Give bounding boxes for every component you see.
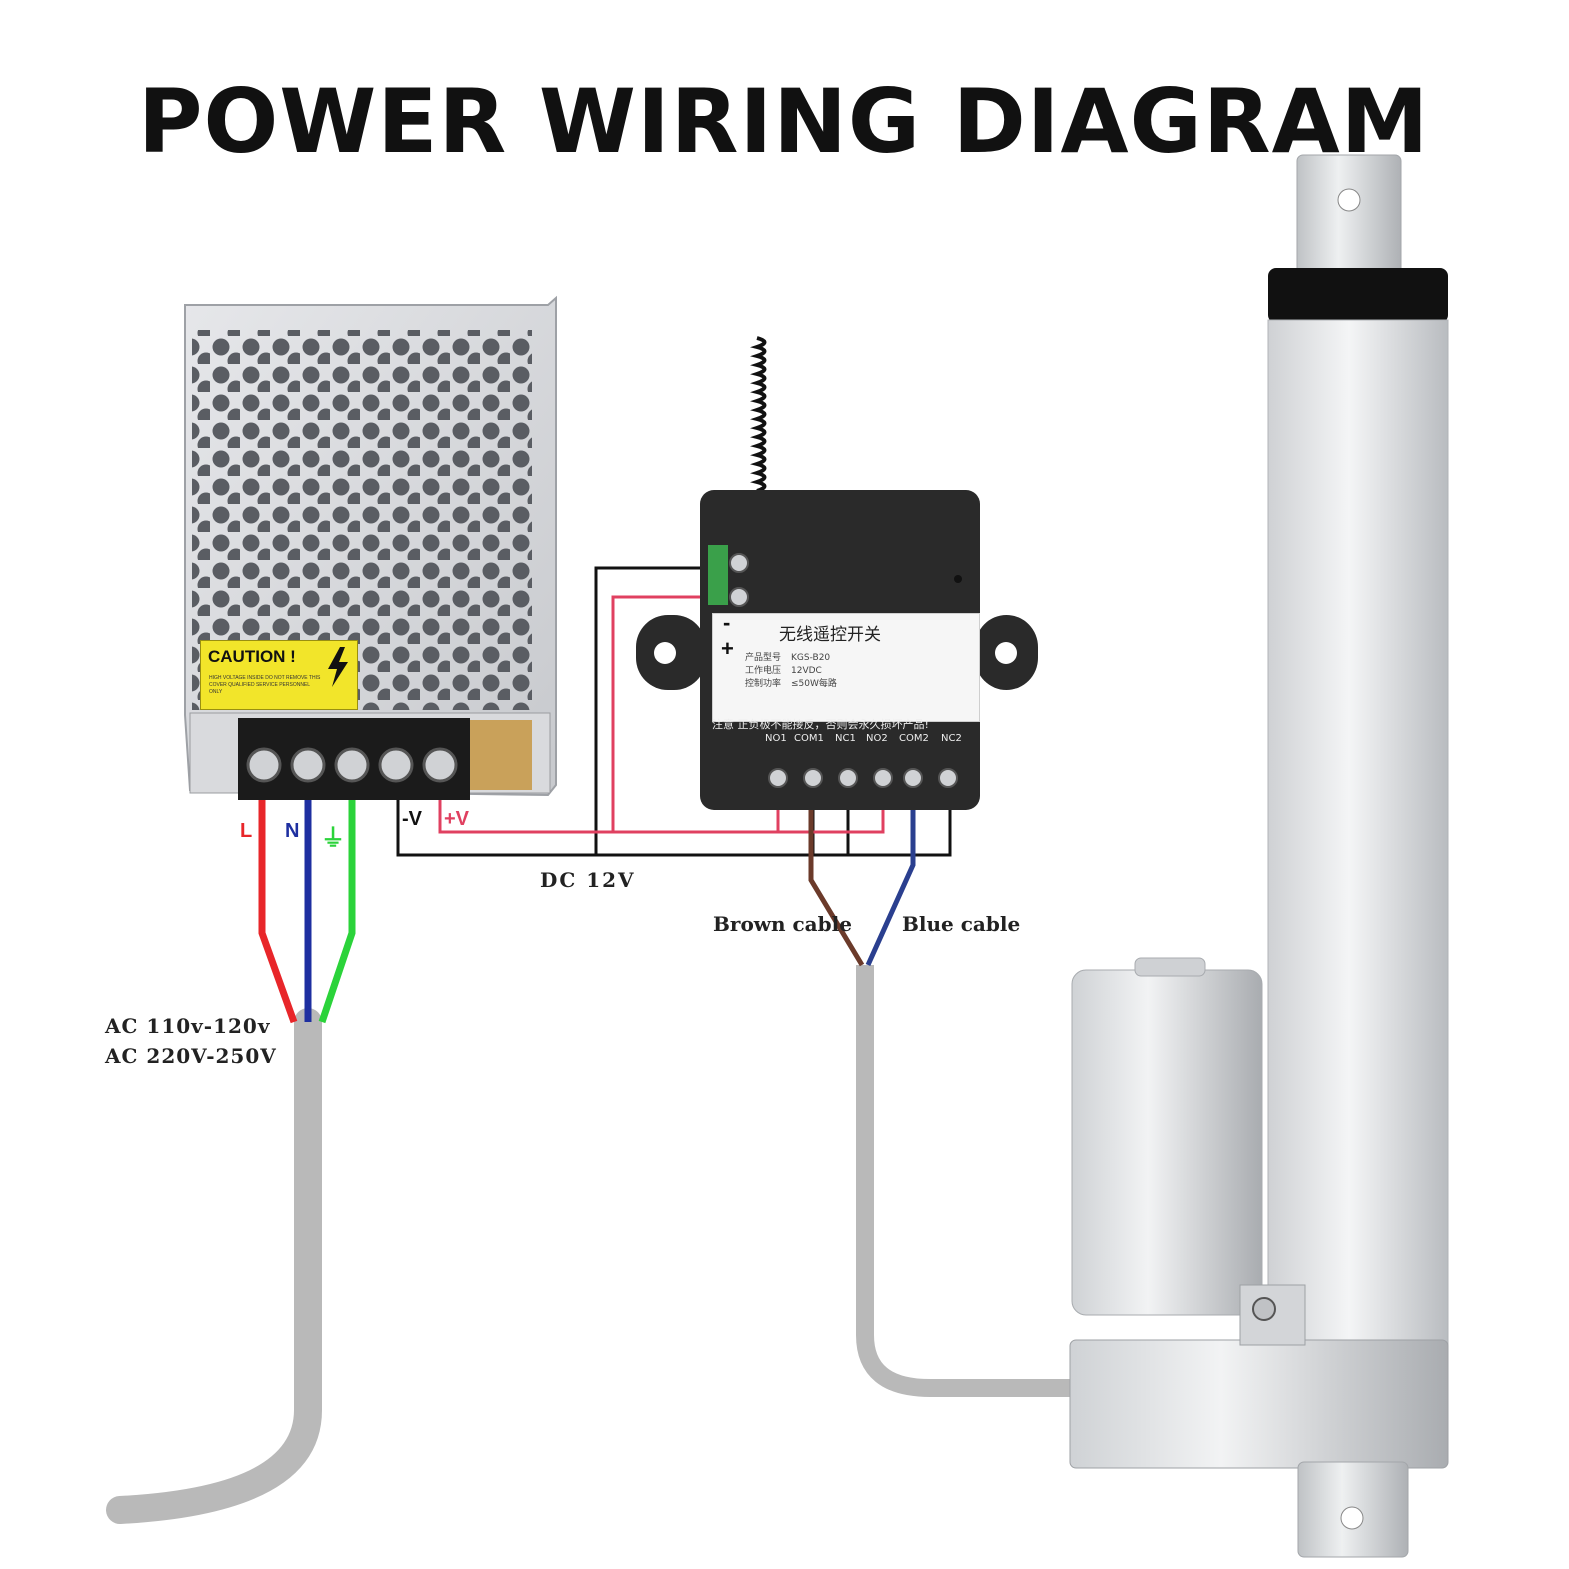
brown-cable-label: Brown cable bbox=[713, 912, 852, 936]
blue-cable-label: Blue cable bbox=[902, 912, 1021, 936]
psu-screw-terminals bbox=[246, 747, 458, 783]
blue-cable bbox=[865, 790, 916, 967]
ac-input-cable bbox=[106, 1008, 322, 1524]
terminal-label-live: L bbox=[240, 820, 253, 842]
relay-pin-nc1: NC1 bbox=[835, 733, 856, 744]
relay-spec-power: 控制功率≤50W每路 bbox=[745, 679, 837, 689]
brown-cable bbox=[808, 790, 865, 967]
dc-voltage-label: DC 12V bbox=[540, 868, 636, 892]
relay-pin-com2: COM2 bbox=[899, 733, 929, 744]
relay-pin-com1: COM1 bbox=[794, 733, 824, 744]
relay-screw-terminals bbox=[768, 768, 958, 788]
relay-pin-no1: NO1 bbox=[765, 733, 787, 744]
linear-actuator bbox=[1069, 154, 1449, 1558]
relay-warning: 注意 正负极不能接反，否则会永久损坏产品! bbox=[712, 718, 929, 731]
caution-title: CAUTION ! bbox=[208, 647, 296, 666]
ac-voltage-label-1: AC 110v-120v bbox=[105, 1014, 271, 1038]
dc-negative-wire bbox=[396, 566, 952, 857]
terminal-label-neg: -V bbox=[402, 808, 422, 830]
caution-sticker: CAUTION ! HIGH VOLTAGE INSIDE DO NOT REM… bbox=[200, 640, 358, 710]
ac-voltage-label-2: AC 220V-250V bbox=[105, 1044, 277, 1068]
relay-pin-no2: NO2 bbox=[866, 733, 888, 744]
actuator-cable bbox=[856, 965, 1080, 1397]
relay-plus-label: + bbox=[721, 636, 734, 661]
caution-text: HIGH VOLTAGE INSIDE DO NOT REMOVE THIS C… bbox=[209, 675, 321, 695]
power-supply bbox=[184, 295, 557, 800]
terminal-label-neutral: N bbox=[285, 820, 300, 842]
lightning-icon bbox=[328, 647, 348, 687]
diagram-title: POWER WIRING DIAGRAM bbox=[138, 70, 1430, 173]
antenna-spring bbox=[750, 336, 767, 493]
relay-pin-nc2: NC2 bbox=[941, 733, 962, 744]
terminal-label-pos: +V bbox=[444, 808, 470, 830]
relay-title: 无线遥控开关 bbox=[779, 625, 881, 645]
live-wire bbox=[258, 783, 298, 1024]
ground-icon: ⏚ bbox=[321, 825, 345, 852]
ground-wire bbox=[318, 783, 356, 1024]
relay-minus-label: - bbox=[723, 610, 731, 635]
